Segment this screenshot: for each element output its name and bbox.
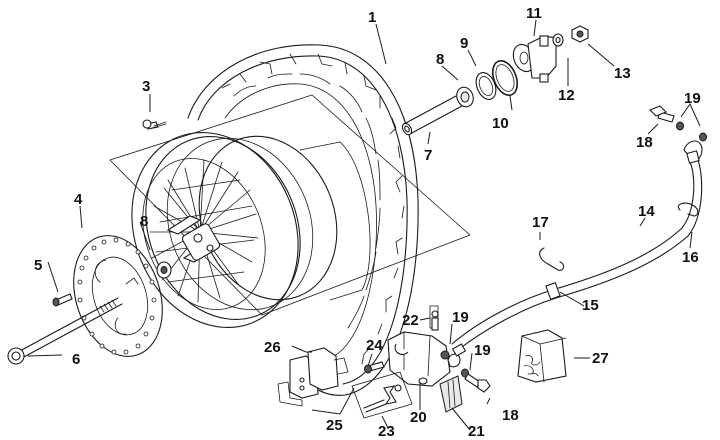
banjo-lower — [440, 343, 467, 368]
callout-10: 10 — [492, 115, 509, 132]
brake-pads — [277, 347, 349, 407]
brake-caliper — [387, 331, 451, 387]
callout-1: 1 — [368, 9, 376, 26]
callout-labels: 1 3 4 5 6 7 8 8 9 10 11 12 13 14 15 16 1… — [34, 5, 701, 440]
callout-27: 27 — [592, 350, 609, 367]
sealing-washers-upper — [676, 121, 707, 142]
bearing-left — [156, 261, 172, 279]
callout-11: 11 — [526, 5, 542, 22]
callout-26: 26 — [264, 339, 281, 356]
oil-seal — [491, 60, 519, 96]
callout-19-caliper-top: 19 — [452, 309, 469, 326]
callout-22: 22 — [402, 312, 419, 329]
callout-5: 5 — [34, 257, 42, 274]
nut — [571, 25, 589, 43]
wheel-rim — [131, 132, 371, 328]
brake-hose — [451, 140, 703, 351]
hose-clip — [539, 247, 565, 271]
callout-16: 16 — [682, 249, 699, 266]
hose-clamp — [677, 202, 699, 217]
callout-13: 13 — [614, 65, 631, 82]
callout-15: 15 — [582, 297, 599, 314]
pad-pin-kit — [351, 371, 413, 419]
callout-12: 12 — [558, 87, 575, 104]
callout-8-right: 8 — [436, 51, 444, 68]
callout-18-upper: 18 — [636, 134, 653, 151]
callout-18-lower: 18 — [502, 407, 519, 424]
banjo-bolt-lower — [461, 368, 491, 393]
callout-3: 3 — [142, 78, 150, 95]
valve — [142, 119, 167, 130]
caliper-cover — [439, 375, 463, 413]
bleed-screw — [429, 305, 439, 331]
callout-23: 23 — [378, 423, 395, 440]
callout-4: 4 — [74, 191, 83, 208]
callout-7: 7 — [424, 147, 432, 164]
brake-disc — [73, 235, 163, 357]
callout-21: 21 — [468, 423, 485, 440]
callout-8-left: 8 — [140, 213, 148, 230]
callout-19-caliper-side: 19 — [474, 342, 491, 359]
circlip — [475, 72, 497, 100]
callout-20: 20 — [410, 409, 427, 426]
wheel-hub — [166, 215, 221, 263]
bearing-right — [456, 86, 474, 108]
leader-lines — [27, 19, 701, 431]
washer — [552, 33, 564, 47]
wheel-axle — [7, 297, 123, 365]
banjo-bolt-upper — [649, 105, 675, 123]
caliper-repair-kit — [517, 329, 567, 383]
callout-24: 24 — [366, 337, 383, 354]
speedometer-drive — [512, 35, 557, 83]
callout-14: 14 — [638, 203, 655, 220]
callout-25: 25 — [326, 417, 343, 434]
callout-19-upper: 19 — [684, 90, 701, 107]
spacer-tube — [401, 95, 463, 136]
disc-screw — [52, 293, 73, 307]
tyre — [109, 44, 471, 396]
callout-9: 9 — [460, 35, 468, 52]
callout-6: 6 — [72, 351, 80, 368]
callout-17: 17 — [532, 214, 549, 231]
